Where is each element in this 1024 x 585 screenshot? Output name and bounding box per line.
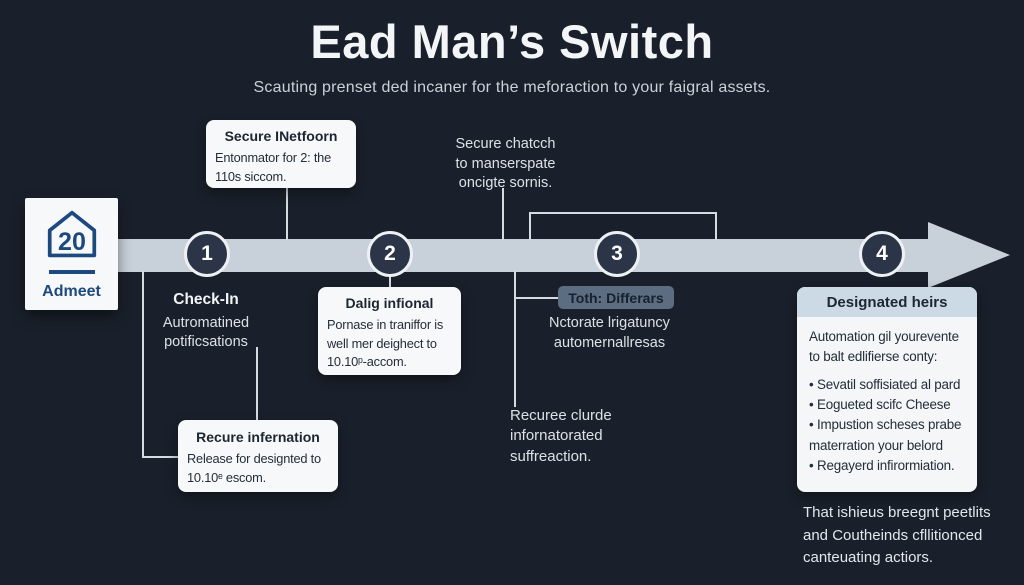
toth-differars-label: Toth: Differars <box>568 289 664 306</box>
page-subtitle: Scauting prenset ded incaner for the mef… <box>253 79 771 96</box>
footnote-line-1: That ishieus breegnt peetlits <box>803 504 991 521</box>
callout-dalig-infional: Dalig infional Pornase in traniffor is w… <box>318 287 461 375</box>
note-recuree-clurde: Recuree clurde infornatorated suffreacti… <box>510 406 670 467</box>
secure-chatch-line-2: to manserspate <box>455 155 556 172</box>
toth-differars-badge: Toth: Differars <box>558 286 674 309</box>
note-secure-chatch: Secure chatcch to manserspate oncigte so… <box>433 135 578 194</box>
connector-mid-vertical <box>514 271 516 407</box>
recuree-line-2: infornatorated <box>510 427 603 445</box>
bracket-left <box>529 212 531 240</box>
brand-name: Admeet <box>42 283 101 300</box>
dalig-title: Dalig infional <box>345 295 434 311</box>
heirs-intro: Automation gil yourevente to balt edlifi… <box>809 327 965 367</box>
footnote-line-3: canteuating actiors. <box>803 549 934 566</box>
brand-card: 20 Admeet <box>25 198 118 310</box>
recure-line-1: Release for designted to <box>187 451 321 466</box>
timeline-step-1: 1 <box>184 231 230 277</box>
heirs-bullet-4: Regayerd infirormiation. <box>809 456 965 476</box>
designated-heirs-panel: Designated heirs Automation gil youreven… <box>797 287 977 492</box>
timeline-arrowhead-icon <box>928 222 1010 288</box>
recure-line-2: 10.10ᵉ escom. <box>187 469 266 485</box>
recuree-line-1: Recuree clurde <box>510 407 612 424</box>
footnote: That ishieus breegnt peetlits and Couthe… <box>803 502 1015 570</box>
callout-secure-netform: Secure INetfoorn Entonmator for 2: the 1… <box>206 120 356 188</box>
page-title: Ead Man’s Switch <box>310 15 714 68</box>
check-in-title: Check-In <box>173 291 239 308</box>
heirs-bullet-1: Sevatil soffisiated al pard <box>809 375 965 395</box>
check-in-line-2: potificsations <box>164 334 248 351</box>
dalig-line-2: well mer deighect to <box>327 335 437 351</box>
brand-underline <box>48 270 95 274</box>
secure-netform-line-1: Entonmator for 2: the <box>215 150 332 165</box>
bracket-right <box>715 212 717 240</box>
connector-potificsations <box>256 347 258 421</box>
secure-chatch-line-1: Secure chatcch <box>455 136 556 152</box>
dalig-line-3: 10.10ᵖ-accom. <box>327 354 407 370</box>
secure-chatch-line-3: oncigte sornis. <box>458 175 553 192</box>
step-3-number: 3 <box>611 242 623 265</box>
house-20-icon: 20 <box>42 198 102 266</box>
timeline-band <box>118 239 930 272</box>
heirs-panel-body: Automation gil yourevente to balt edlifi… <box>797 317 977 486</box>
connector-netform-box <box>286 188 288 240</box>
bracket-top <box>529 212 717 214</box>
secure-netform-line-2: 110s siccom. <box>215 168 287 184</box>
footnote-line-2: and Coutheinds cfllitionced <box>803 526 983 544</box>
recure-title: Recure infernation <box>196 429 320 445</box>
step-4-number: 4 <box>876 242 888 265</box>
connector-left-vertical <box>142 271 144 458</box>
heirs-intro-line-1: Automation gil yourevente <box>809 329 959 344</box>
note-check-in: Check-In Autromatined potificsations <box>145 290 267 353</box>
svg-text:20: 20 <box>58 228 86 256</box>
step-1-number: 1 <box>201 242 213 265</box>
heirs-intro-line-2: to balt edlifierse conty: <box>809 349 938 365</box>
heirs-bullet-3: Impustion scheses prabe materration your… <box>809 415 965 455</box>
connector-badge-horizontal <box>514 297 560 299</box>
toth-line-1: Nctorate lrigatuncy <box>549 315 670 331</box>
note-toth-differars: Nctorate lrigatuncy automernallresas <box>527 314 692 353</box>
timeline-step-3: 3 <box>594 231 640 277</box>
step-2-number: 2 <box>384 242 396 265</box>
timeline-step-4: 4 <box>859 231 905 277</box>
heirs-bullet-2: Eogueted scifc Cheese <box>809 395 965 415</box>
connector-chatch-note <box>502 188 504 240</box>
check-in-line-1: Autromatined <box>162 314 250 331</box>
callout-recure-infernation: Recure infernation Release for designted… <box>178 420 338 492</box>
connector-dalig-box <box>389 271 391 288</box>
timeline-step-2: 2 <box>367 231 413 277</box>
toth-line-2: automernallresas <box>553 334 666 351</box>
connector-left-horizontal <box>142 456 180 458</box>
recuree-line-3: suffreaction. <box>510 447 592 465</box>
dalig-line-1: Pornase in traniffor is <box>327 317 444 332</box>
secure-netform-title: Secure INetfoorn <box>224 128 338 144</box>
heirs-panel-title: Designated heirs <box>797 287 977 317</box>
